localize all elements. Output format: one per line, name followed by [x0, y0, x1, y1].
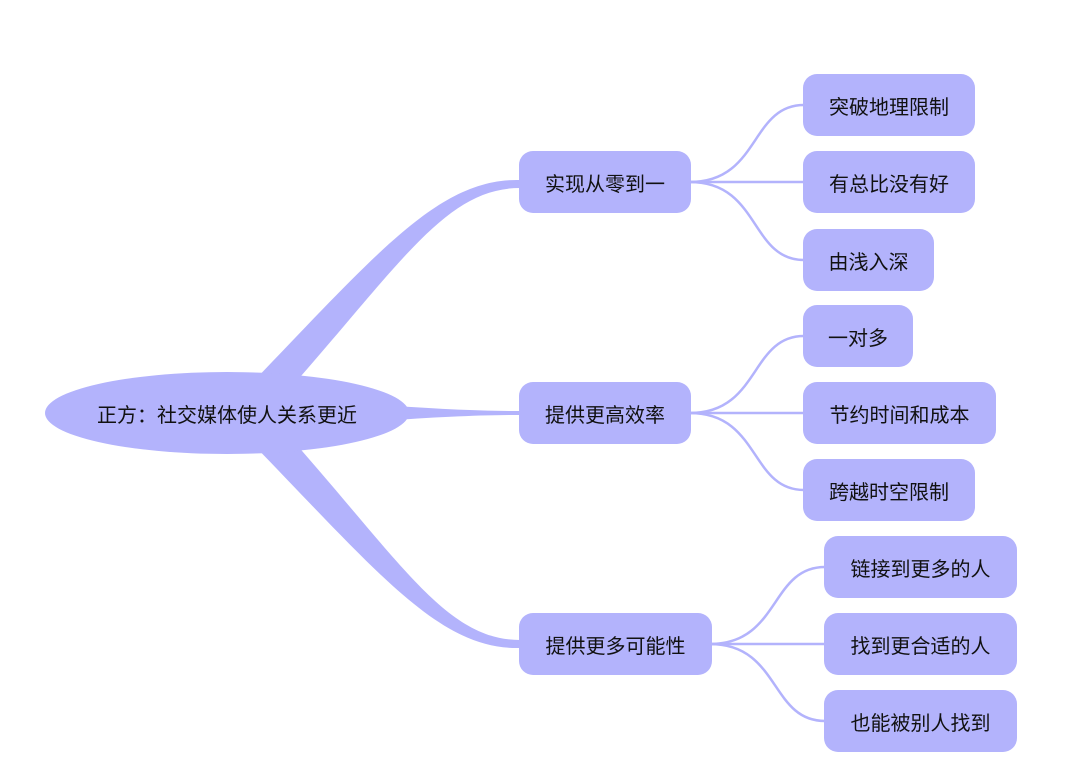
branch-node-label: 提供更高效率 — [545, 402, 665, 427]
leaf-node-label: 跨越时空限制 — [829, 479, 949, 504]
root-node-label: 正方：社交媒体使人关系更近 — [97, 402, 357, 427]
leaf-node-label: 也能被别人找到 — [850, 710, 991, 735]
leaf-node-2-1[interactable]: 一对多 — [803, 305, 913, 367]
root-link-1 — [250, 179, 520, 400]
branch-node-2[interactable]: 提供更高效率 — [519, 382, 691, 444]
leaf-node-3-2[interactable]: 找到更合适的人 — [824, 613, 1017, 675]
branch-3-link-1 — [709, 565, 826, 646]
leaf-node-2-3[interactable]: 跨越时空限制 — [803, 459, 975, 521]
branch-3-link-3 — [709, 642, 826, 723]
branch-node-1[interactable]: 实现从零到一 — [519, 151, 691, 213]
leaf-node-label: 由浅入深 — [828, 249, 909, 274]
leaf-node-3-3[interactable]: 也能被别人找到 — [824, 690, 1017, 752]
branch-2-link-1 — [689, 334, 805, 415]
leaf-node-label: 有总比没有好 — [829, 171, 949, 196]
leaf-node-2-2[interactable]: 节约时间和成本 — [803, 382, 996, 444]
leaf-node-1-1[interactable]: 突破地理限制 — [803, 74, 975, 136]
branch-node-3[interactable]: 提供更多可能性 — [519, 613, 712, 675]
branch-1-link-3 — [689, 180, 805, 262]
leaf-node-label: 链接到更多的人 — [850, 556, 991, 581]
leaf-node-label: 节约时间和成本 — [829, 402, 970, 427]
leaf-node-label: 突破地理限制 — [829, 94, 949, 119]
branch-node-label: 实现从零到一 — [545, 171, 665, 196]
leaf-node-label: 找到更合适的人 — [850, 633, 991, 658]
branch-1-link-1 — [689, 103, 805, 184]
leaf-node-1-3[interactable]: 由浅入深 — [803, 229, 934, 291]
branch-2-link-3 — [689, 411, 805, 492]
leaf-node-1-2[interactable]: 有总比没有好 — [803, 151, 975, 213]
leaf-node-3-1[interactable]: 链接到更多的人 — [824, 536, 1017, 598]
branch-node-label: 提供更多可能性 — [545, 633, 686, 658]
root-link-3 — [250, 426, 520, 649]
root-node[interactable]: 正方：社交媒体使人关系更近 — [45, 372, 409, 454]
leaf-node-label: 一对多 — [828, 325, 888, 350]
